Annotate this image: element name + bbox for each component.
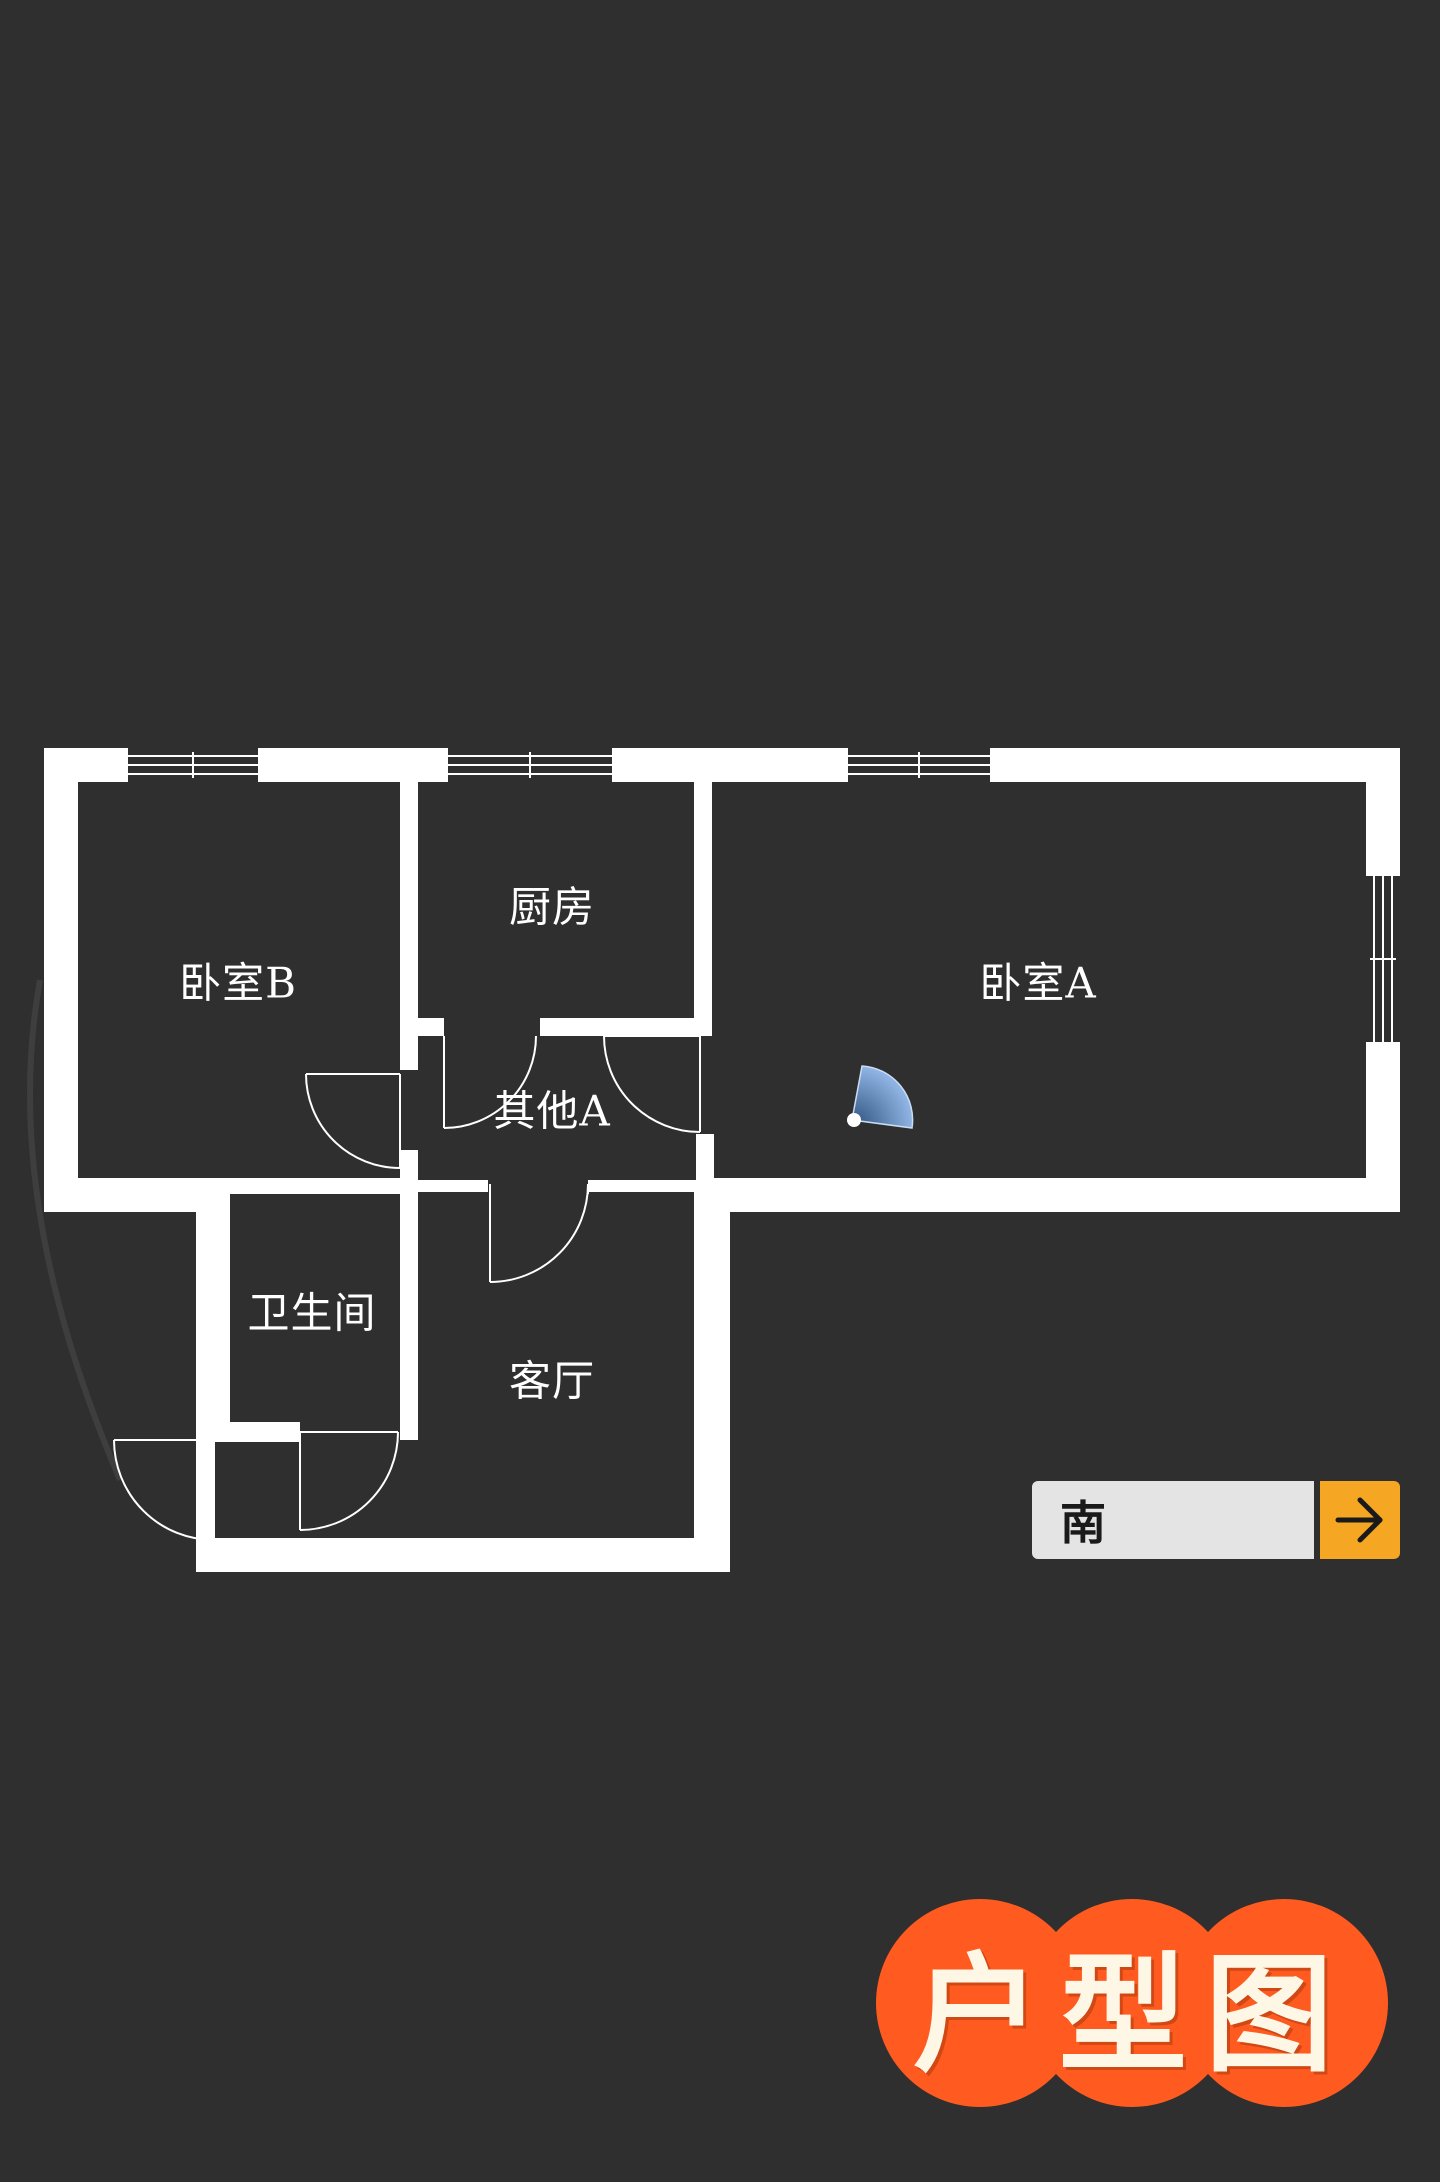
doors [113, 1035, 701, 1541]
room-label-bedroom-a: 卧室A [979, 958, 1097, 1008]
room-label-bathroom: 卫生间 [247, 1288, 377, 1338]
wall-kitchen-bottom [400, 1018, 444, 1036]
badge-text: 户型图 [912, 1939, 1351, 2090]
wall-bedroom-b-lower [400, 1150, 418, 1190]
door-bedroom-b [305, 1073, 401, 1169]
arrow-right-glyph [1335, 1497, 1383, 1543]
wall-living-bottom [196, 1538, 730, 1572]
window-bedroom-a-right [1370, 876, 1396, 1042]
wall-living-right [694, 1192, 730, 1572]
compass-direction-text: 南 [1060, 1496, 1106, 1550]
walls [44, 748, 1400, 1572]
wall-right-1 [1366, 748, 1400, 876]
door-kitchen [443, 1035, 537, 1129]
door-bathroom [299, 1431, 399, 1531]
wall-left [44, 748, 78, 1212]
compass-direction-label: 南 [1032, 1481, 1314, 1559]
room-label-bedroom-b: 卧室B [179, 958, 297, 1008]
floor-plan-badge: 户型图 [872, 1893, 1392, 2113]
wall-bathroom-left [196, 1178, 230, 1440]
wall-bathroom-bottom [196, 1422, 300, 1442]
window-kitchen [448, 752, 612, 778]
badge-background [876, 1899, 1388, 2107]
room-label-kitchen: 厨房 [508, 882, 596, 932]
compass-indicator: 南 [1032, 1481, 1400, 1559]
wall-mid-bottom [228, 1178, 400, 1194]
wall-top-2 [258, 748, 448, 782]
door-living [489, 1183, 589, 1283]
wall-mid-bottom-2 [400, 1180, 488, 1192]
door-entry [113, 1439, 215, 1541]
wall-bottom-bedroom-a [706, 1178, 1400, 1212]
wall-top-4 [990, 748, 1400, 782]
arrow-right-icon [1320, 1481, 1400, 1559]
wall-bedroom-b-kitchen [400, 780, 418, 1070]
wall-entry-left [196, 1440, 214, 1572]
window-bedroom-a-top [848, 752, 990, 778]
room-label-other-a: 其他A [493, 1086, 611, 1136]
windows [128, 752, 1396, 1042]
wall-kitchen-bedroom-a [694, 780, 712, 1036]
wall-top-3 [612, 748, 848, 782]
room-label-living-room: 客厅 [508, 1356, 596, 1406]
wall-bathroom-right [400, 1190, 418, 1440]
window-bedroom-b [128, 752, 258, 778]
door-bedroom-a [603, 1035, 701, 1133]
viewpoint-marker-icon[interactable] [847, 1065, 914, 1129]
wall-kitchen-bottom-2 [540, 1018, 696, 1036]
decorative-arc [27, 979, 123, 1482]
wall-mid-bottom-3 [588, 1180, 708, 1192]
